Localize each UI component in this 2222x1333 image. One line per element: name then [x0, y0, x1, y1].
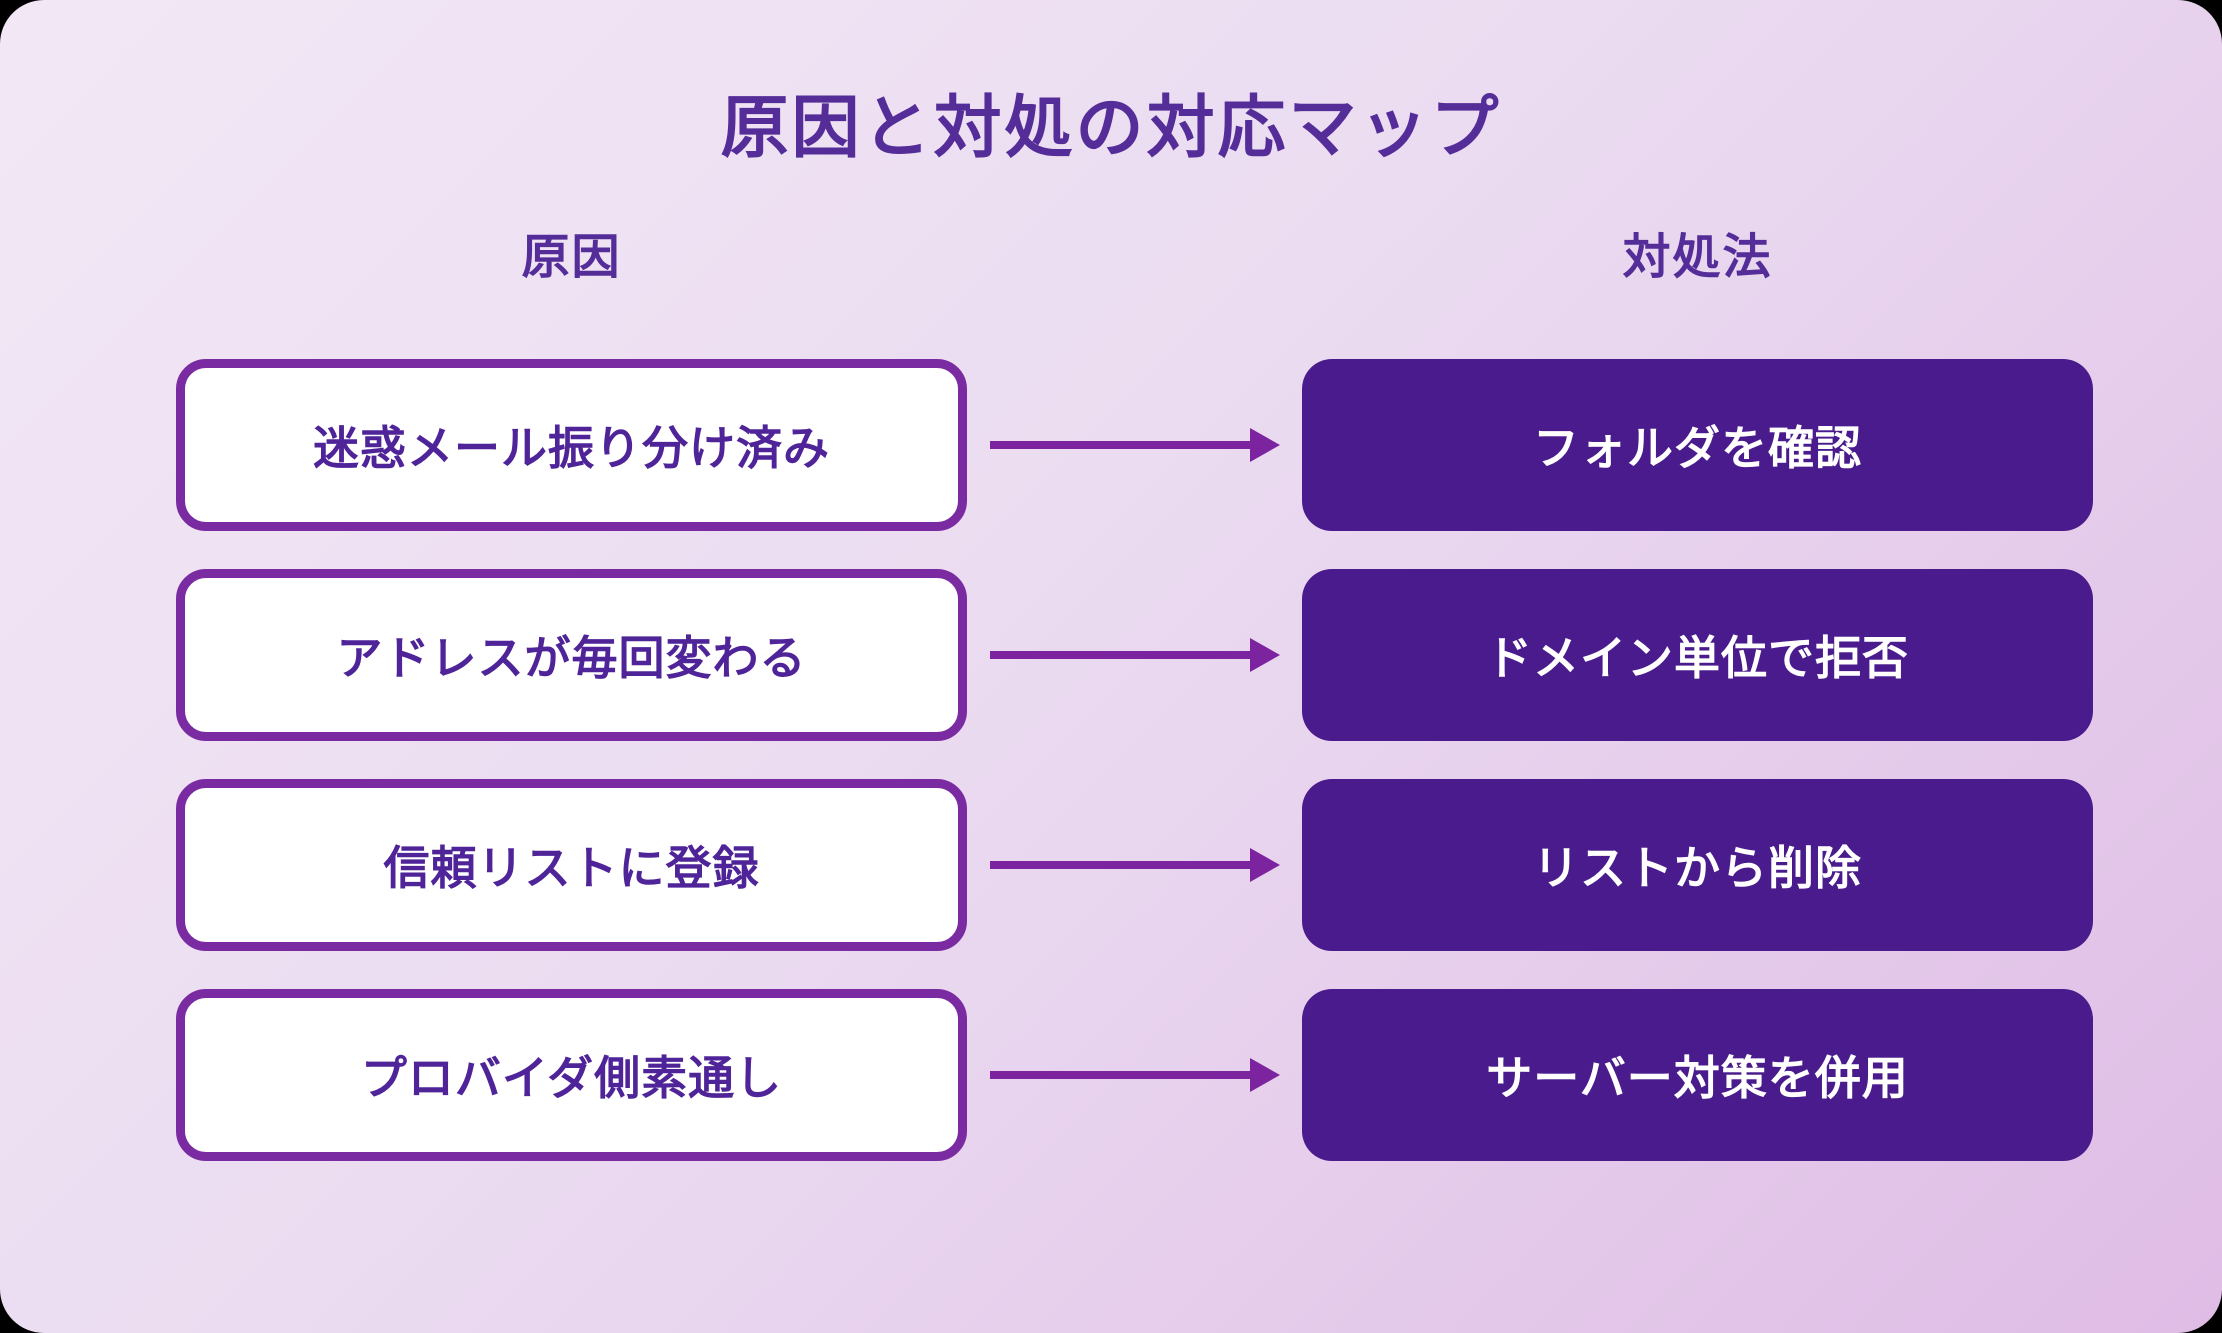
arrow-head-icon [1250, 848, 1280, 882]
mapping-row: プロバイダ側素通し サーバー対策を併用 [0, 989, 2222, 1161]
mapping-row: アドレスが毎回変わる ドメイン単位で拒否 [0, 569, 2222, 741]
solution-label: リストから削除 [1533, 842, 1862, 894]
solution-box: リストから削除 [1302, 779, 2093, 951]
cause-box: プロバイダ側素通し [176, 989, 967, 1161]
arrow-line [990, 1071, 1252, 1079]
page-title: 原因と対処の対応マップ [720, 90, 1502, 166]
cause-label: プロバイダ側素通し [360, 1052, 783, 1104]
mapping-rows: 迷惑メール振り分け済み フォルダを確認 アドレスが毎回変わる ドメイン単位で拒否 [0, 359, 2222, 1161]
arrow-head-icon [1250, 638, 1280, 672]
cause-label: 信頼リストに登録 [383, 842, 760, 894]
column-header-causes: 原因 [521, 231, 622, 284]
arrow-line [990, 651, 1252, 659]
solution-label: フォルダを確認 [1533, 422, 1862, 474]
arrow-right-icon [990, 989, 1280, 1161]
solution-label: ドメイン単位で拒否 [1486, 632, 1909, 684]
solution-label: サーバー対策を併用 [1486, 1052, 1909, 1104]
arrow-line [990, 861, 1252, 869]
arrow-right-icon [990, 569, 1280, 741]
cause-box: 迷惑メール振り分け済み [176, 359, 967, 531]
mapping-row: 信頼リストに登録 リストから削除 [0, 779, 2222, 951]
cause-box: 信頼リストに登録 [176, 779, 967, 951]
mapping-row: 迷惑メール振り分け済み フォルダを確認 [0, 359, 2222, 531]
solution-box: フォルダを確認 [1302, 359, 2093, 531]
solution-box: サーバー対策を併用 [1302, 989, 2093, 1161]
arrow-line [990, 441, 1252, 449]
arrow-head-icon [1250, 428, 1280, 462]
arrow-right-icon [990, 359, 1280, 531]
column-header-solutions: 対処法 [1622, 231, 1773, 284]
cause-label: アドレスが毎回変わる [336, 632, 807, 684]
arrow-head-icon [1250, 1058, 1280, 1092]
arrow-right-icon [990, 779, 1280, 951]
cause-box: アドレスが毎回変わる [176, 569, 967, 741]
cause-label: 迷惑メール振り分け済み [313, 422, 830, 474]
solution-box: ドメイン単位で拒否 [1302, 569, 2093, 741]
